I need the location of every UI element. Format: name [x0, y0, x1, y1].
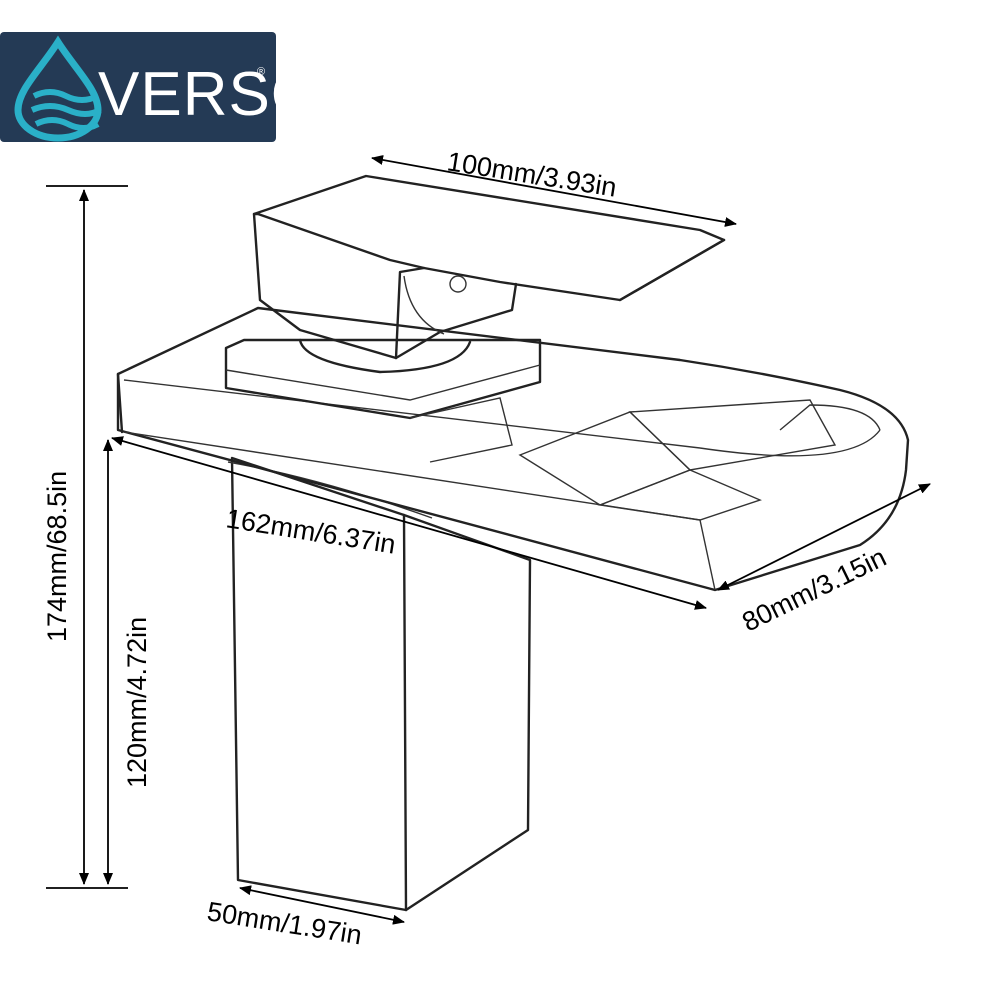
- registered-mark: ®: [257, 66, 266, 78]
- brand-logo-badge: [0, 32, 276, 142]
- spout-length-line: [111, 436, 707, 610]
- handle-length-label: 100mm/3.93in: [445, 146, 619, 202]
- base-width-label: 50mm/1.97in: [205, 896, 364, 950]
- faucet-collar: [224, 338, 542, 463]
- spout-width-line: [717, 483, 931, 591]
- spout-width-label: 80mm/3.15in: [737, 542, 890, 637]
- handle-length-line: [371, 155, 737, 227]
- base-width-line: [239, 885, 405, 925]
- brand-name: VERSO: [98, 60, 321, 129]
- faucet-handle: [252, 174, 726, 360]
- body-height-label: 120mm/4.72in: [122, 617, 152, 788]
- water-drop-icon: [14, 35, 102, 142]
- dimension-lines: [46, 155, 931, 925]
- faucet-spout-plate: [116, 306, 910, 592]
- total-height-label: 174mm/68.5in: [42, 471, 72, 642]
